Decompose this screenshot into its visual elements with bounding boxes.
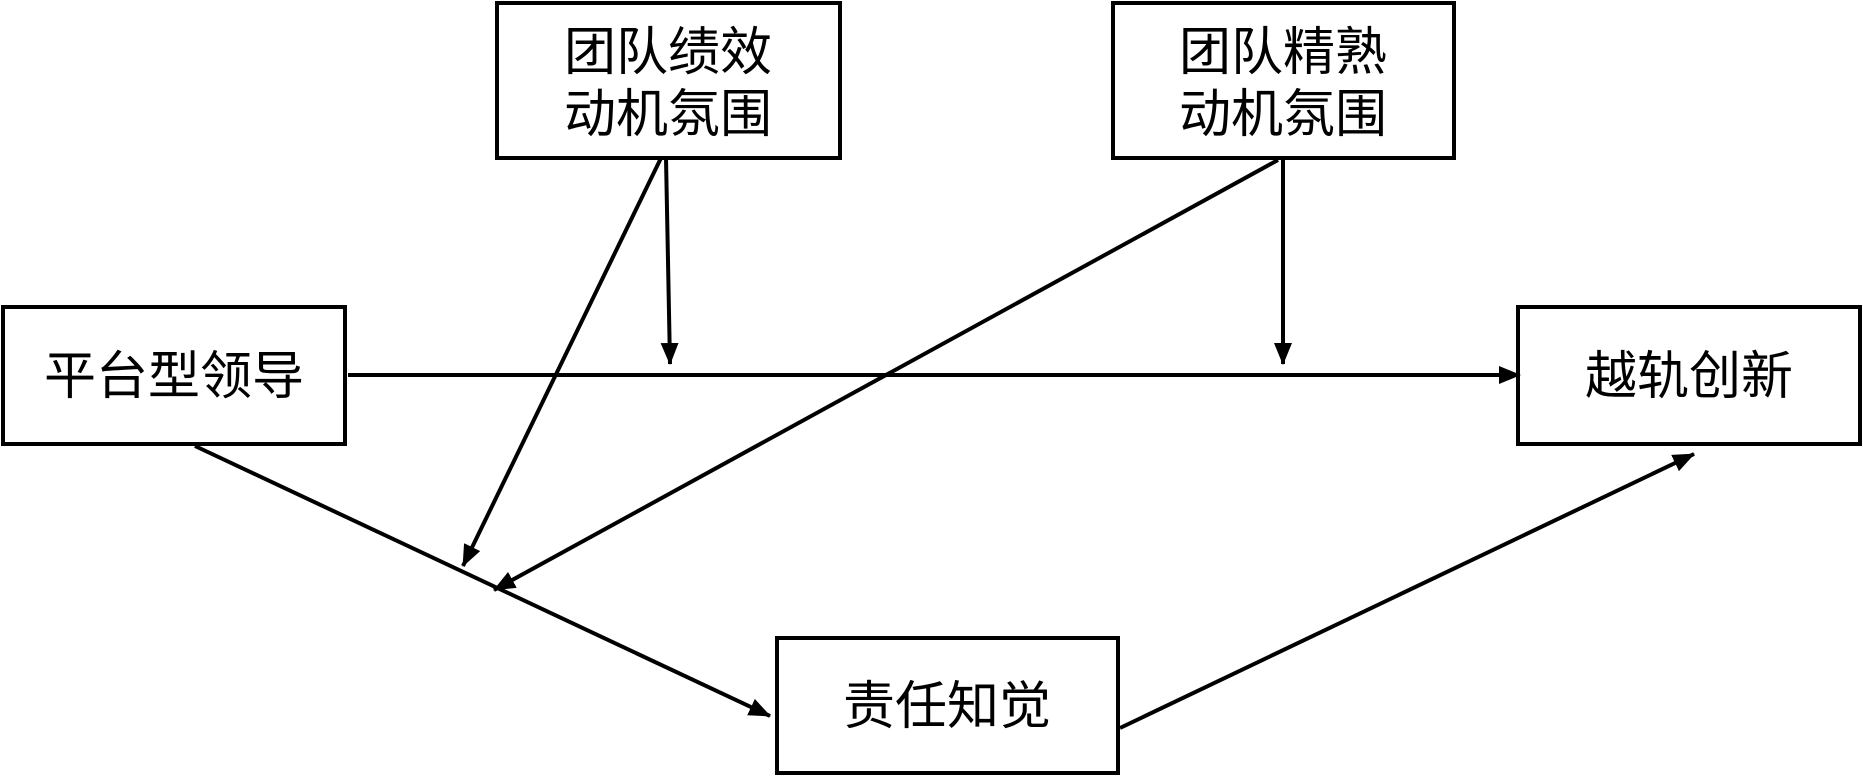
edge-leadership-to-responsibility <box>194 444 771 718</box>
node-responsibility-perception-box <box>775 636 1120 775</box>
node-platform-leadership-label: 平台型领导 <box>44 347 304 407</box>
node-performance-climate: 团队绩效 动机氛围 <box>495 1 842 160</box>
node-off-track-innovation-label: 越轨创新 <box>1585 347 1793 407</box>
node-mastery-climate-box <box>1111 1 1456 160</box>
node-performance-climate-line1: 团队绩效 <box>564 23 772 83</box>
node-responsibility-perception-label: 责任知觉 <box>843 677 1051 737</box>
node-performance-climate-line2: 动机氛围 <box>564 85 772 145</box>
node-mastery-climate-line1: 团队精熟 <box>1179 23 1387 83</box>
node-platform-leadership-box <box>1 305 347 446</box>
edge-performance-moderates-first-stage <box>461 157 663 567</box>
node-responsibility-perception: 责任知觉 <box>775 636 1120 775</box>
edge-responsibility-to-innovation <box>1119 452 1695 730</box>
node-mastery-climate-line2: 动机氛围 <box>1179 85 1387 145</box>
edge-performance-moderates-direct <box>660 157 679 365</box>
node-off-track-innovation-box <box>1516 305 1862 446</box>
edge-mastery-moderates-first-stage <box>493 158 1279 592</box>
node-platform-leadership: 平台型领导 <box>1 305 347 446</box>
node-mastery-climate: 团队精熟 动机氛围 <box>1111 1 1456 160</box>
node-off-track-innovation: 越轨创新 <box>1516 305 1862 446</box>
node-performance-climate-box <box>495 1 842 160</box>
